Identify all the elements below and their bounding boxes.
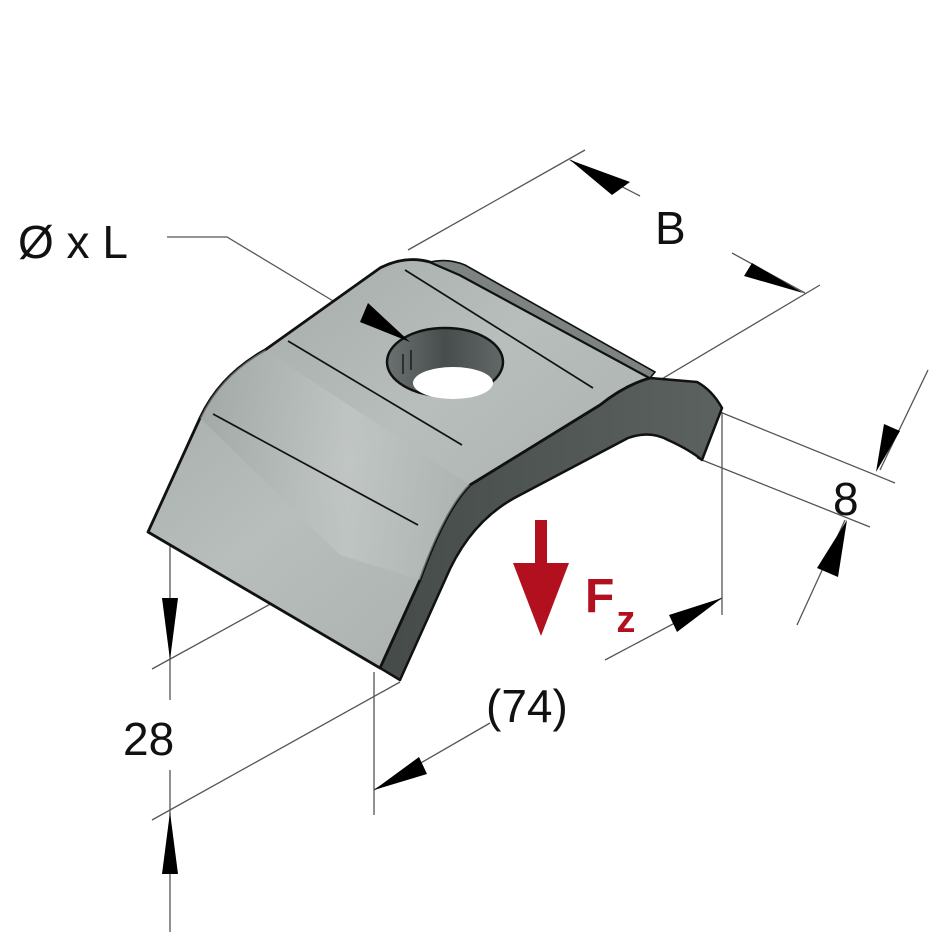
dimension-arrowheads bbox=[162, 160, 900, 874]
arrowhead-icon bbox=[669, 598, 722, 632]
arrowhead-icon bbox=[744, 263, 803, 293]
arrowhead-icon bbox=[360, 303, 410, 342]
hole-spec-label: Ø x L bbox=[18, 216, 128, 268]
arrowhead-icon bbox=[817, 520, 847, 577]
force-label: Fz bbox=[585, 570, 635, 641]
arrowhead-icon bbox=[876, 424, 900, 472]
arrowhead-icon bbox=[162, 812, 178, 874]
clamp-part bbox=[146, 258, 724, 682]
arrowhead-icon bbox=[162, 598, 178, 660]
width-label: B bbox=[655, 202, 686, 254]
force-arrow-icon bbox=[513, 520, 569, 636]
force-subscript: z bbox=[616, 599, 635, 641]
thickness-label: 8 bbox=[833, 473, 859, 525]
mounting-hole bbox=[385, 326, 505, 399]
back-rim bbox=[427, 259, 657, 380]
length-label: (74) bbox=[486, 680, 568, 732]
arrowhead-icon bbox=[570, 160, 630, 195]
height-label: 28 bbox=[123, 713, 174, 765]
arrowhead-icon bbox=[374, 757, 427, 790]
bend-highlight bbox=[200, 350, 470, 580]
